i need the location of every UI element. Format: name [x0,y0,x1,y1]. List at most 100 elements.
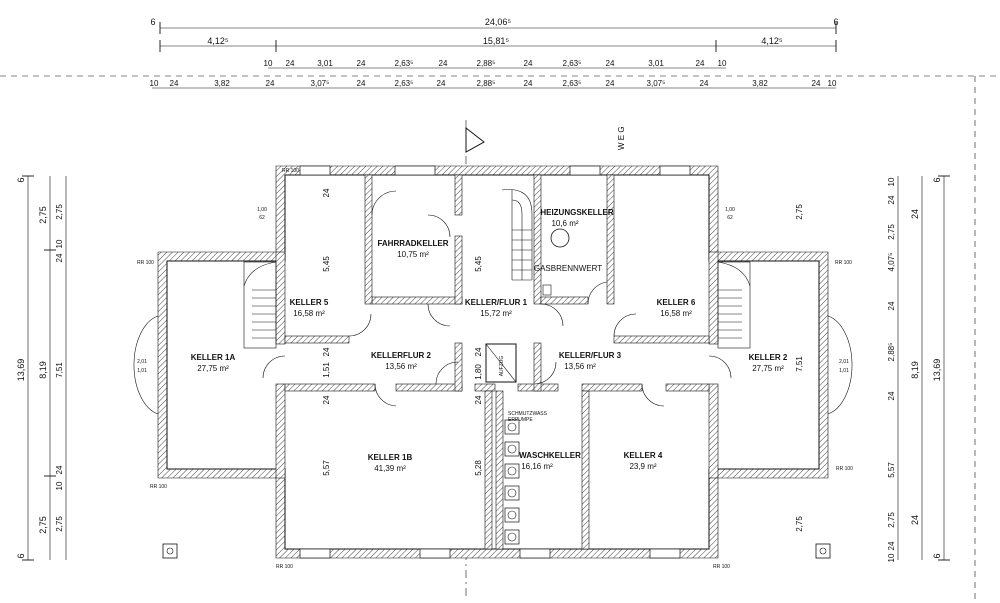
svg-text:3,07⁵: 3,07⁵ [647,79,666,88]
svg-text:27,75 m²: 27,75 m² [752,364,784,373]
dim-right-wing: 4,12⁵ [761,36,783,46]
svg-text:2,88⁵: 2,88⁵ [477,59,496,68]
room-keller-1b: KELLER 1B 41,39 m² [368,453,413,473]
svg-text:24: 24 [322,395,331,404]
room-kellerflur-2: KELLERFLUR 2 13,56 m² [371,351,432,371]
dim-left-wing: 4,12⁵ [207,36,229,46]
svg-text:5,28: 5,28 [474,460,483,476]
rr-labels: RR 100 RR 100 RR 100 RR 100 RR 100 RR 10… [137,168,853,570]
svg-text:RR 100: RR 100 [835,260,852,266]
elevator-shaft: AUFZUG [485,343,517,383]
svg-text:5,45: 5,45 [322,256,331,272]
staircase-left [243,261,277,349]
svg-text:2,75: 2,75 [795,204,804,220]
svg-text:RR 100: RR 100 [150,484,167,490]
gas-unit-icon [542,284,552,296]
svg-text:RR 100: RR 100 [713,564,730,570]
svg-text:1,00: 1,00 [725,207,735,213]
svg-text:KELLERFLUR 2: KELLERFLUR 2 [371,351,432,360]
svg-text:10: 10 [718,59,727,68]
svg-text:2,75: 2,75 [55,204,64,220]
svg-text:FAHRRADKELLER: FAHRRADKELLER [377,239,448,248]
svg-text:2,75: 2,75 [55,516,64,532]
svg-text:1,01: 1,01 [137,368,147,374]
svg-text:7,51: 7,51 [795,356,804,372]
svg-text:RR 100: RR 100 [282,168,299,174]
left-dimension-chains: 6 13,69 6 2,75 8,19 2,75 2,75 24 10 7,51… [16,175,67,561]
svg-text:2,63⁵: 2,63⁵ [395,59,414,68]
svg-text:24: 24 [322,188,331,197]
svg-text:24: 24 [606,79,615,88]
svg-text:24: 24 [439,59,448,68]
room-keller-4: KELLER 4 23,9 m² [624,451,663,471]
svg-text:6: 6 [932,177,942,182]
svg-text:24: 24 [170,79,179,88]
svg-text:3,01: 3,01 [648,59,664,68]
svg-text:62: 62 [727,215,733,221]
bay-window-right [827,315,853,415]
svg-text:10: 10 [887,553,896,562]
svg-text:13,56 m²: 13,56 m² [564,362,596,371]
svg-text:1,51: 1,51 [322,362,331,378]
svg-text:24: 24 [286,59,295,68]
svg-text:6: 6 [932,553,942,558]
svg-text:23,9 m²: 23,9 m² [629,462,656,471]
washing-machines [504,419,520,545]
svg-text:KELLER 2: KELLER 2 [749,353,788,362]
svg-text:24: 24 [887,391,896,400]
svg-text:10,75 m²: 10,75 m² [397,250,429,259]
svg-text:3,82: 3,82 [752,79,768,88]
svg-text:24: 24 [606,59,615,68]
svg-text:ERPUMPE: ERPUMPE [508,417,533,423]
svg-text:KELLER 6: KELLER 6 [657,298,696,307]
svg-text:4,07⁵: 4,07⁵ [887,253,896,272]
room-heizungskeller: HEIZUNGSKELLER 10,6 m² [540,208,614,228]
svg-text:2,01: 2,01 [839,359,849,365]
svg-text:27,75 m²: 27,75 m² [197,364,229,373]
svg-text:24: 24 [524,79,533,88]
svg-text:5,45: 5,45 [474,256,483,272]
dim-row4: 10 24 3,82 24 3,07⁵ 24 2,63⁵ 24 2,88⁵ 24… [150,79,837,88]
dim-top-right-6: 6 [833,17,838,27]
door-swings [262,190,732,407]
svg-text:KELLER 5: KELLER 5 [290,298,329,307]
svg-text:24: 24 [357,59,366,68]
svg-text:1,00: 1,00 [257,207,267,213]
svg-text:3,07⁵: 3,07⁵ [311,79,330,88]
svg-text:24: 24 [910,515,920,525]
svg-text:3,01: 3,01 [317,59,333,68]
svg-text:2,75: 2,75 [38,206,48,224]
bay-window-left [133,315,159,415]
svg-text:24: 24 [887,541,896,550]
svg-text:6: 6 [16,177,26,182]
svg-text:10: 10 [828,79,837,88]
svg-text:16,58 m²: 16,58 m² [660,309,692,318]
label-gasbrennwert: GASBRENNWERT [534,264,602,273]
svg-text:2,75: 2,75 [887,224,896,240]
svg-text:8,19: 8,19 [38,361,48,379]
svg-text:1,01: 1,01 [839,368,849,374]
svg-text:16,16 m²: 16,16 m² [521,462,553,471]
svg-text:24: 24 [357,79,366,88]
label-weg: W E G [617,126,626,150]
windows [299,165,691,559]
svg-text:1,80: 1,80 [474,364,483,380]
svg-text:KELLER 4: KELLER 4 [624,451,663,460]
svg-text:24: 24 [437,79,446,88]
svg-text:8,19: 8,19 [910,361,920,379]
svg-text:24: 24 [887,195,896,204]
svg-text:RR 100: RR 100 [836,466,853,472]
svg-text:KELLER 1B: KELLER 1B [368,453,413,462]
svg-text:6: 6 [16,553,26,558]
svg-text:10: 10 [55,239,64,248]
svg-text:2,63⁵: 2,63⁵ [563,79,582,88]
svg-text:KELLER/FLUR 1: KELLER/FLUR 1 [465,298,528,307]
manhole-icon [162,543,178,559]
svg-text:24: 24 [910,209,920,219]
svg-text:SCHMUTZWASS: SCHMUTZWASS [508,411,548,417]
svg-text:5,57: 5,57 [887,462,896,478]
dim-center-body: 15,81⁵ [483,36,510,46]
svg-text:24: 24 [524,59,533,68]
svg-text:RR 100: RR 100 [137,260,154,266]
